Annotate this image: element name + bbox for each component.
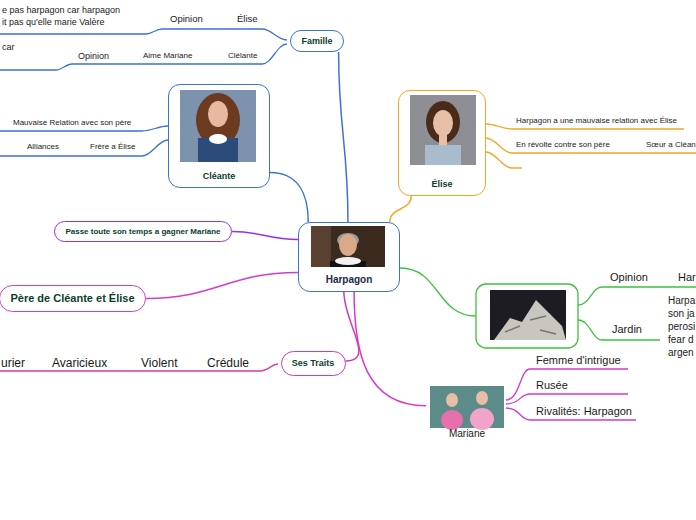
money-picture	[490, 290, 566, 340]
central-topic: Harpagon	[298, 222, 400, 292]
branch-label: Crédule	[207, 356, 249, 370]
topic-text: Père de Cléante et Élise	[10, 292, 134, 305]
branch-label: Opinion	[78, 51, 109, 62]
branch-label: Aime Mariane	[143, 51, 192, 61]
branch-label: car	[2, 42, 15, 53]
connector	[354, 292, 426, 406]
portrait	[410, 95, 476, 165]
topic-text: Ses Traits	[292, 358, 335, 369]
portrait	[311, 226, 385, 267]
branch-label: Alliances	[27, 142, 59, 152]
branch-label: Rusée	[536, 379, 568, 392]
branch-label: Rivalités: Harpagon	[536, 405, 632, 418]
photo-topic: Cléante	[168, 84, 270, 188]
connector-line	[354, 292, 426, 406]
topic-pill: Passe toute son temps a gagner Mariane	[54, 221, 232, 242]
branch-label: Sœur a Cléan	[646, 140, 696, 150]
branch-label: Har	[678, 271, 696, 284]
topic-pill: Ses Traits	[281, 351, 346, 376]
topic-text: Mariane	[449, 428, 485, 440]
branch-label: Opinion	[170, 13, 203, 24]
connector	[232, 232, 298, 240]
branch-label: Harpagon a une mauvaise relation avec Él…	[516, 116, 677, 126]
topic-text: Passe toute son temps a gagner Mariane	[65, 227, 220, 237]
branch-lines	[506, 369, 636, 420]
branch-label: Mauvaise Relation avec son père	[13, 118, 131, 128]
branch-label: En révolte contre son père	[516, 140, 610, 150]
photo-topic: Mariane	[426, 384, 508, 446]
branch-lines	[486, 124, 696, 168]
connector	[390, 196, 411, 222]
branch-label: Violent	[141, 356, 177, 370]
connector-line	[270, 172, 308, 222]
branch-label: Femme d'intrigue	[536, 354, 621, 367]
branch-label: Opinion	[610, 271, 648, 284]
portrait	[180, 90, 256, 162]
topic-pill: Père de Cléante et Élise	[0, 285, 146, 312]
topic-text: Harpagon	[326, 274, 373, 286]
connector-line	[344, 292, 359, 361]
connector	[146, 272, 298, 298]
branch-label: e pas harpagon car harpagon	[2, 5, 120, 16]
branch-label: Clélante	[228, 51, 257, 61]
branch-label: Élise	[237, 13, 258, 24]
connector-line	[146, 272, 298, 298]
portrait	[430, 386, 504, 430]
connector-line	[390, 196, 411, 222]
connector-line	[232, 232, 298, 240]
photo-topic: Élise	[398, 90, 486, 196]
topic-text: Famille	[301, 36, 332, 47]
connector-line	[339, 52, 348, 222]
branch-label: Harpa son ja perosi fear d argen	[668, 294, 695, 359]
branch-label: Frère a Élise	[90, 142, 135, 152]
branch-lines	[400, 268, 696, 348]
connector	[270, 172, 308, 222]
branch-label: Avaricieux	[52, 356, 107, 370]
branch-label: Jardin	[612, 323, 642, 336]
connector	[339, 52, 348, 222]
topic-text: Cléante	[203, 171, 236, 182]
connector	[344, 292, 359, 361]
topic-pill: Famille	[290, 30, 344, 52]
topic-text: Élise	[431, 179, 452, 190]
branch-label: urier	[1, 356, 25, 370]
branch-label: it pas qu'elle marie Valère	[2, 17, 105, 28]
